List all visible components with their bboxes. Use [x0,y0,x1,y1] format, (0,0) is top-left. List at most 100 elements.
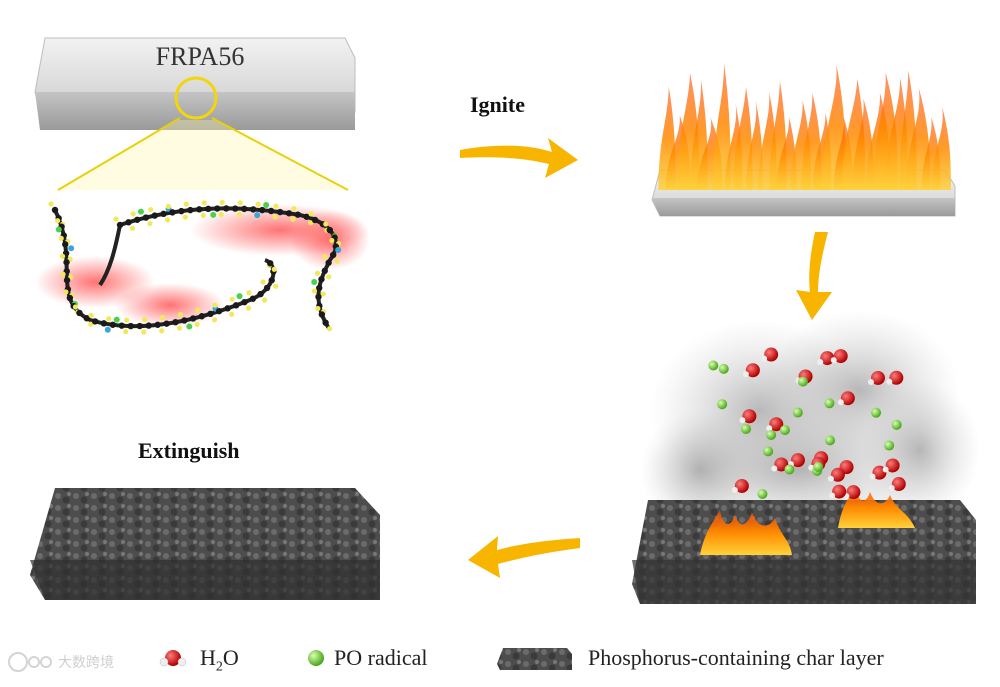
hydrogen-atom [159,328,164,333]
hydrogen-atom [63,289,68,294]
carbon-atom [232,205,238,211]
hydrogen-atom [290,217,295,222]
hydrogen-atom [315,306,320,311]
po-radical [784,464,794,474]
hydrogen-atom [202,200,207,205]
hydrogen-atom [165,217,170,222]
carbon-atom [257,291,263,297]
hydrogen-atom [147,221,152,226]
hydrogen-atom [131,211,136,216]
hydrogen-atom [73,304,78,309]
hydrogen-atom [308,211,313,216]
carbon-atom [117,222,123,228]
carbon-atom [312,217,318,223]
hydrogen-atom [123,329,128,334]
po-radical [892,420,902,430]
carbon-atom [315,294,321,300]
hydrogen-atom [326,274,331,279]
hydrogen-atom [329,238,334,243]
legend-h2o-label: H2O [200,645,239,675]
hydrogen-atom [141,329,146,334]
carbon-atom [178,208,184,214]
carbon-atom [250,206,256,212]
hydrogen-atom [106,316,111,321]
po-radical [793,408,803,418]
carbon-atom [92,318,98,324]
phosphorus-atom [56,226,62,232]
carbon-atom [319,311,325,317]
carbon-atom [267,260,273,266]
po-radical [825,435,835,445]
hydrogen-atom [230,297,235,302]
molecular-chain [35,204,370,330]
hydrogen-atom [273,203,278,208]
carbon-atom [233,302,239,308]
carbon-atom [64,277,70,283]
ignite-label: Ignite [470,92,525,118]
nitrogen-atom [68,245,74,251]
hydrogen-atom [273,214,278,219]
po-radical [813,462,823,472]
hydrogen-atom [178,312,183,317]
legend-po-label: PO radical [334,645,427,671]
carbon-atom [181,317,187,323]
po-radical [798,377,808,387]
phosphorus-atom [114,317,120,323]
carbon-atom [125,219,131,225]
hydrogen-atom [323,221,328,226]
hydrogen-atom [183,215,188,220]
carbon-atom [52,207,58,213]
hydrogen-atom [184,202,189,207]
hydrogen-atom [246,306,251,311]
carbon-atom [327,227,333,233]
hydrogen-atom [177,326,182,331]
po-radical [741,424,751,434]
carbon-atom [224,305,230,311]
carbon-atom [286,210,292,216]
hydrogen-atom [60,272,65,277]
carbon-atom [110,322,116,328]
carbon-atom [154,322,160,328]
carbon-atom [134,217,140,223]
hydrogen-atom [262,298,267,303]
carbon-atom [199,313,205,319]
watermark-text: 大数跨境 [58,652,114,672]
hydrogen-atom [322,254,327,259]
carbon-atom [187,207,193,213]
legend-char-label: Phosphorus-containing char layer [588,645,884,671]
hydrogen-atom [195,308,200,313]
char-layer-extinguished [30,488,380,600]
hydrogen-atom [89,313,94,318]
po-radical [780,425,790,435]
phosphorus-atom [311,279,317,285]
hydrogen-atom [312,288,317,293]
carbon-atom [101,320,107,326]
carbon-atom [264,285,270,291]
hydrogen-atom [160,315,165,320]
nitrogen-atom [254,212,260,218]
hydrogen-atom [60,254,65,259]
nitrogen-atom [105,327,111,333]
carbon-atom [322,319,328,325]
carbon-atom [214,205,220,211]
carbon-atom [259,207,265,213]
po-radical [719,364,729,374]
carbon-atom [250,296,256,302]
carbon-atom [277,209,283,215]
carbon-atom [330,252,336,258]
phosphorus-atom [237,293,243,299]
hydrogen-atom [315,271,320,276]
legend-h2o-icon [160,650,186,666]
nitrogen-atom [335,247,341,253]
carbon-atom [62,241,68,247]
hydrogen-atom [59,236,64,241]
hydrogen-atom [113,216,118,221]
hydrogen-atom [55,218,60,223]
carbon-atom [137,323,143,329]
ignite-arrow [460,138,578,178]
carbon-atom [119,322,125,328]
carbon-atom [316,285,322,291]
carbon-atom [216,308,222,314]
carbon-atom [76,310,82,316]
carbon-atom [152,212,158,218]
